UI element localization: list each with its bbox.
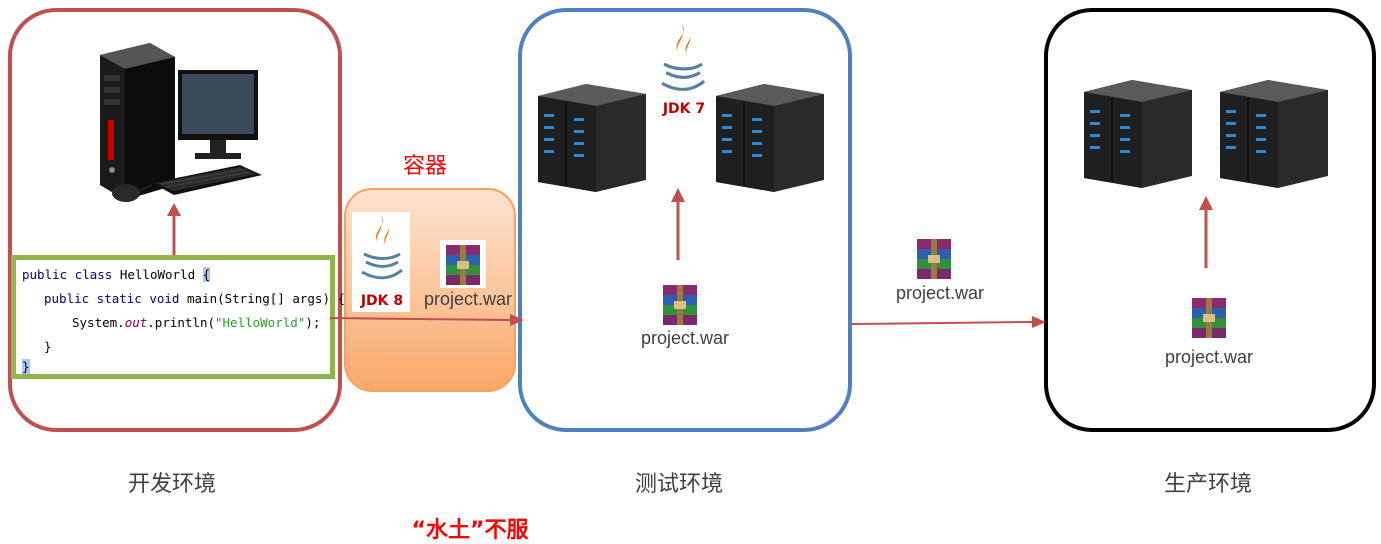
war-archive-icon [1192, 298, 1226, 338]
arrow-war-to-servers-test [671, 188, 685, 260]
dev-environment-label: 开发环境 [127, 472, 216, 497]
war-label-container: project.war [423, 289, 513, 309]
server-icon [538, 84, 646, 192]
arrow-code-to-computer [167, 203, 181, 261]
caption: “水土”不服 [411, 518, 529, 543]
war-label-test: project.war [640, 328, 730, 348]
code-line-2: public static void main(String[] args) { [44, 291, 346, 306]
war-label-transfer: project.war [895, 283, 985, 303]
java-logo-icon [661, 24, 706, 91]
java-logo-icon [361, 216, 403, 280]
code-line-1: public class HelloWorld { [22, 267, 211, 282]
server-icon [1220, 80, 1328, 188]
war-label-prod: project.war [1164, 347, 1254, 367]
container-label: 容器 [402, 154, 447, 179]
war-archive-icon [446, 245, 480, 285]
arrow-dev-to-test [329, 314, 524, 326]
desktop-computer-icon [100, 43, 262, 202]
code-line-3: System.out.println("HelloWorld"); [72, 315, 321, 330]
prod-environment-label: 生产环境 [1163, 472, 1252, 497]
test-environment-label: 测试环境 [634, 472, 723, 497]
server-icon [716, 84, 824, 192]
jdk8-card [352, 212, 410, 312]
code-panel: public class HelloWorld { public static … [11, 255, 345, 379]
war-archive-icon [663, 285, 697, 325]
server-icon [1084, 80, 1192, 188]
jdk8-label: JDK 8 [360, 293, 404, 309]
prod-environment-box [1044, 8, 1376, 432]
code-line-4: } [44, 339, 52, 354]
war-archive-icon [917, 239, 951, 279]
jdk7-label: JDK 7 [662, 101, 706, 117]
code-line-5: } [22, 359, 30, 374]
arrow-test-to-prod [851, 316, 1046, 328]
arrow-war-to-servers-prod [1199, 196, 1213, 268]
